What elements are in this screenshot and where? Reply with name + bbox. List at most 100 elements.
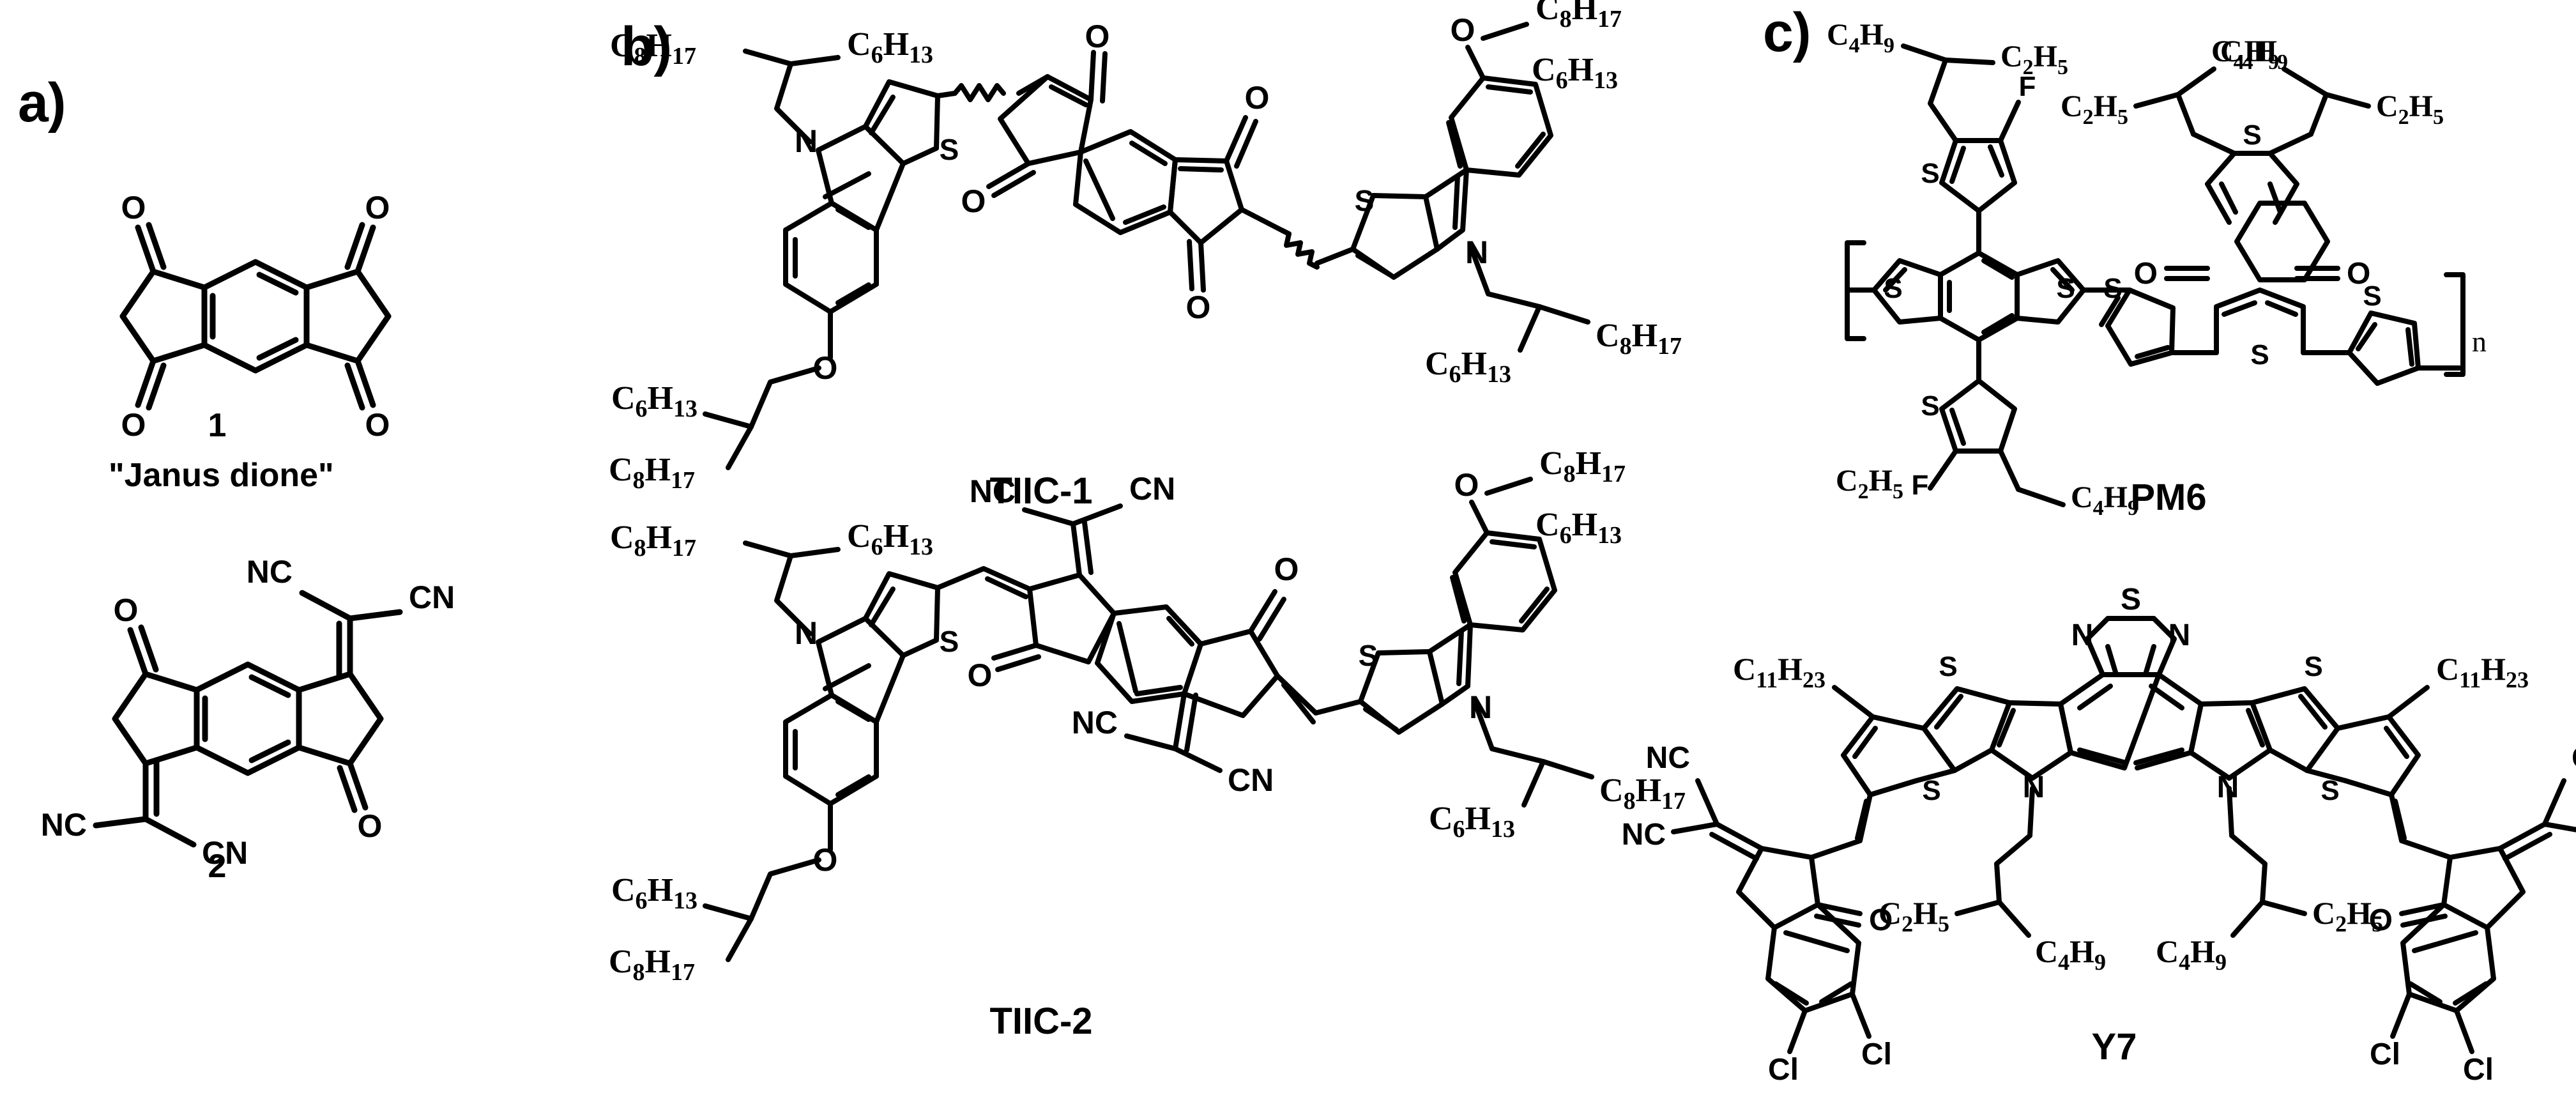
svg-text:C8H17: C8H17 (610, 519, 696, 562)
svg-text:C8H17: C8H17 (610, 27, 696, 70)
svg-text:C6H13: C6H13 (1429, 801, 1515, 843)
svg-text:C4H9: C4H9 (2156, 933, 2227, 975)
alkyl-label-c8h17: C8H17 (609, 944, 695, 986)
atom-label-nitrile: NC (970, 473, 1016, 509)
atom-label-oxygen: O (365, 190, 390, 226)
structure-y7: S N N N N S S S S O O NC NC CN CN Cl Cl … (1622, 583, 2576, 1087)
atom-label-nitrile: NC (247, 554, 293, 590)
atom-label-fluorine: F (2019, 71, 2036, 102)
alkyl-label-c2h5: C2H5 (2376, 89, 2444, 129)
svg-text:C8H17: C8H17 (1539, 445, 1626, 487)
alkyl-label-c11h23: C11H23 (2436, 651, 2529, 693)
svg-text:C2H5: C2H5 (2376, 89, 2444, 129)
atom-label-sulfur: S (2321, 775, 2339, 806)
alkyl-label-c2h5: C2H5 (2061, 89, 2128, 129)
atom-label-nitrogen: N (2217, 770, 2239, 804)
atom-label-chlorine: Cl (1768, 1053, 1799, 1087)
panel-label-c: c) (1763, 2, 1811, 63)
svg-text:C6H13: C6H13 (847, 26, 933, 68)
atom-label-oxygen: O (121, 190, 146, 226)
svg-text:C2H5: C2H5 (2061, 89, 2128, 129)
alkyl-label-c6h13: C6H13 (1429, 801, 1515, 843)
svg-text:C6H13: C6H13 (611, 380, 697, 422)
atom-label-fluorine: F (1912, 470, 1929, 501)
atom-label-sulfur: S (2304, 651, 2322, 682)
svg-text:C2H5: C2H5 (1836, 464, 1903, 503)
alkyl-label-c2h5: C2H5 (1836, 464, 1903, 503)
alkyl-label-c6h13: C6H13 (847, 26, 933, 68)
atom-label-oxygen: O (2347, 257, 2370, 291)
svg-text:C8H17: C8H17 (1536, 0, 1622, 33)
atom-label-oxygen: O (813, 350, 838, 386)
alkyl-label-c2h5: C2H5 (2001, 40, 2068, 79)
svg-text:C6H13: C6H13 (847, 518, 933, 560)
atom-label-sulfur: S (2363, 280, 2381, 312)
svg-text:C6H13: C6H13 (1425, 346, 1511, 388)
atom-label-nitrile: NC (1646, 741, 1690, 775)
alkyl-label-c6h13: C6H13 (1536, 507, 1622, 549)
alkyl-label-c8h17: C8H17 (610, 27, 696, 70)
structure-pm6: S S S S F F S S S S O O n C4H9 C2H5 C2H5… (1827, 18, 2487, 520)
atom-label-chlorine: Cl (1861, 1038, 1892, 1071)
svg-text:C11H23: C11H23 (2436, 651, 2529, 693)
atom-label-oxygen: O (121, 407, 146, 443)
atom-label-oxygen: O (1085, 19, 1110, 54)
alkyl-label-c4h9: C4H9 (1827, 18, 1894, 57)
atom-label-oxygen: O (961, 183, 986, 219)
atom-label-oxygen: O (114, 592, 139, 628)
alkyl-label-c4h9: C4H9 (2156, 933, 2227, 975)
structure-compound-1: O O O O (119, 190, 392, 443)
svg-text:C8H17: C8H17 (1596, 318, 1682, 360)
atom-label-oxygen: O (358, 808, 383, 844)
alkyl-label-c11h23: C11H23 (1733, 651, 1825, 693)
atom-label-sulfur: S (1921, 158, 1939, 189)
atom-label-nitrile: CN (409, 579, 455, 615)
atom-label-nitrogen: N (795, 123, 818, 159)
alkyl-label-c4h9: C4H9 (2211, 34, 2279, 74)
atom-label-nitrogen: N (2023, 770, 2045, 804)
alkyl-label-c8h17: C8H17 (610, 519, 696, 562)
atom-label-oxygen: O (1869, 903, 1893, 937)
atom-label-sulfur: S (2121, 583, 2141, 617)
atom-label-oxygen: O (1454, 467, 1479, 503)
svg-text:C4H9: C4H9 (1827, 18, 1894, 57)
panel-label-a: a) (18, 72, 66, 134)
atom-label-oxygen: O (2369, 903, 2393, 937)
svg-text:C2H5: C2H5 (1879, 895, 1949, 937)
alkyl-label-c4h9: C4H9 (2071, 480, 2138, 520)
atom-label-sulfur: S (1922, 775, 1940, 806)
atom-label-nitrogen: N (1465, 234, 1488, 270)
alkyl-label-c4h9: C4H9 (2220, 34, 2288, 74)
structure-compound-2: O O NC CN NC CN (41, 554, 455, 871)
atom-label-sulfur: S (1939, 651, 1957, 682)
alkyl-label-c6h13: C6H13 (1532, 52, 1618, 94)
molecule-name-y7: Y7 (2091, 1026, 2137, 1068)
atom-label-oxygen: O (365, 407, 390, 443)
alkyl-label-c8h17: C8H17 (1596, 318, 1682, 360)
atom-label-chlorine: Cl (2370, 1038, 2400, 1071)
atom-label-sulfur: S (1921, 390, 1939, 422)
molecule-name-tiic2: TIIC-2 (989, 1000, 1093, 1042)
atom-label-oxygen: O (813, 842, 838, 878)
panel-label-b: b) (621, 16, 672, 77)
alkyl-label-c6h13: C6H13 (611, 380, 697, 422)
atom-label-oxygen: O (2134, 257, 2158, 291)
alkyl-label-c4h9: C4H9 (2035, 933, 2106, 975)
atom-label-sulfur: S (2056, 273, 2075, 304)
atom-label-sulfur: S (940, 625, 959, 658)
svg-text:C6H13: C6H13 (611, 872, 697, 914)
atom-label-nitrile: CN (1228, 762, 1274, 798)
atom-label-nitrile: NC (1072, 705, 1118, 740)
alkyl-label-c6h13: C6H13 (611, 872, 697, 914)
alkyl-label-c6h13: C6H13 (1425, 346, 1511, 388)
atom-label-nitrogen: N (2168, 618, 2191, 652)
compound-1-nickname: "Janus dione" (109, 457, 334, 494)
compound-1-number: 1 (208, 407, 227, 444)
svg-text:C6H13: C6H13 (1532, 52, 1618, 94)
molecule-name-tiic1: TIIC-1 (989, 470, 1093, 512)
svg-text:C4H9: C4H9 (2211, 34, 2279, 74)
svg-text:C8H17: C8H17 (1599, 772, 1686, 815)
svg-text:C2H5: C2H5 (2001, 40, 2068, 79)
atom-label-sulfur: S (1355, 184, 1375, 217)
